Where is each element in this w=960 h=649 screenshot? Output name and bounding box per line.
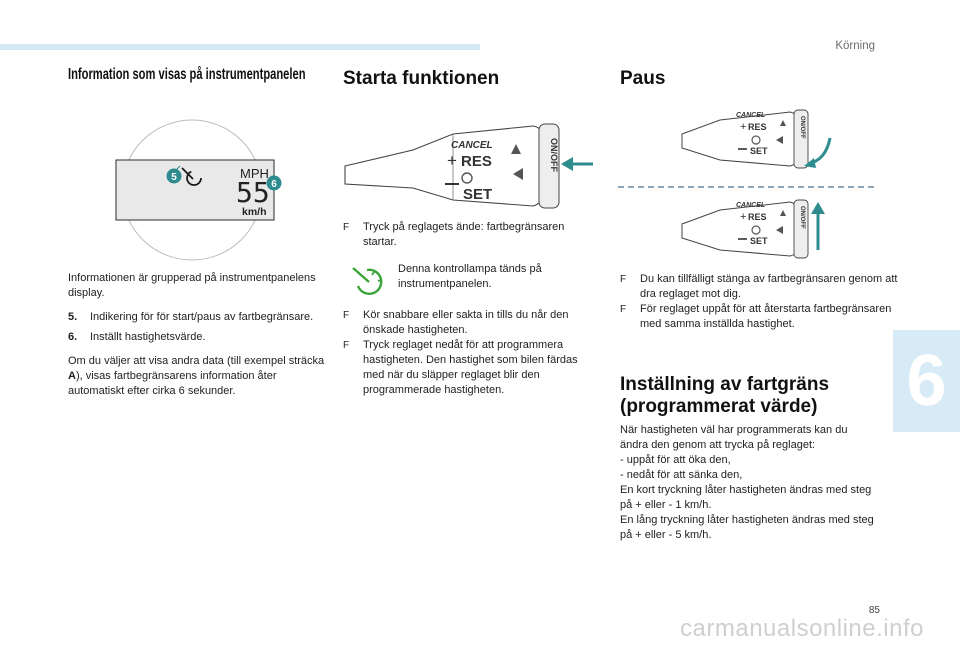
setting-line: En kort tryckning låter hastigheten ändr… [620, 484, 872, 511]
arrow-left-icon [513, 168, 523, 180]
arrow-up-icon [511, 144, 521, 154]
badge-6 [266, 175, 282, 191]
chapter-tab: 6 [893, 330, 960, 432]
svg-text:CANCEL: CANCEL [736, 112, 765, 119]
instrument-intro: Informationen är grupperad på instrument… [68, 272, 316, 299]
column-start-function: Starta funktionen CANCEL RES + SET ON/OF… [343, 60, 598, 398]
speed-limiter-lamp-icon [352, 267, 383, 295]
heading-start: Starta funktionen [343, 68, 500, 89]
heading-instrument-info: Information som visas på instrumentpanel… [68, 66, 306, 83]
section-label: Körning [835, 40, 875, 52]
speed-limiter-icon [181, 167, 202, 186]
watermark: carmanualsonline.info [680, 615, 924, 642]
lamp-description: Denna kontrollampa tänds på instrumentpa… [398, 263, 542, 290]
lamp-row: Denna kontrollampa tänds på instrumentpa… [343, 262, 598, 296]
speed-value: 55 [236, 176, 270, 209]
badge-5-label: 5 [171, 172, 177, 183]
unit-kmh: km/h [242, 206, 267, 218]
setting-text: När hastigheten väl har programmerats ka… [620, 423, 878, 543]
svg-text:RES: RES [748, 212, 767, 222]
svg-text:+: + [740, 121, 746, 133]
setting-line: När hastigheten väl har programmerats ka… [620, 424, 848, 451]
setting-line: - uppåt för att öka den, [620, 454, 731, 466]
setting-line: - nedåt för att sänka den, [620, 469, 743, 481]
dashed-separator [618, 186, 874, 188]
svg-text:+: + [740, 211, 746, 223]
onoff-label: ON/OFF [549, 138, 559, 172]
display-note: Om du väljer att visa andra data (till e… [68, 355, 325, 397]
svg-text:ON/OFF: ON/OFF [799, 116, 805, 139]
svg-text:RES: RES [748, 122, 767, 132]
svg-text:CANCEL: CANCEL [736, 202, 765, 209]
stalk-resume-illustration: CANCEL RES + SET ON/OFF [681, 199, 825, 259]
stalk-pause-illustration: CANCEL RES + SET ON/OFF [681, 109, 832, 169]
setting-line: En lång tryckning låter hastigheten ändr… [620, 514, 874, 541]
pull-arrow-icon [807, 137, 832, 166]
cancel-label: CANCEL [451, 140, 493, 151]
column-pause: Paus CANCEL RES + SET ON/OFF CANCEL RES … [620, 60, 897, 541]
svg-text:SET: SET [750, 146, 768, 156]
heading-pause: Paus [620, 68, 666, 89]
unit-mph: MPH [240, 166, 269, 181]
stalk-onoff-illustration: CANCEL RES + SET ON/OFF [344, 123, 593, 209]
set-label: SET [463, 186, 492, 203]
list-item: 6.Inställt hastighetsvärde. [68, 331, 206, 343]
chapter-number: 6 [906, 341, 947, 421]
badge-5 [166, 168, 182, 184]
top-accent-bar [0, 44, 480, 50]
limiter-icon-small [461, 172, 473, 184]
res-label: RES [461, 153, 492, 170]
instrument-display-illustration: MPH 55 km/h 5 6 [115, 119, 282, 261]
page-number: 85 [868, 605, 880, 616]
heading-setting: Inställning av fartgräns (programmerat v… [620, 374, 830, 417]
plus-icon: + [447, 151, 457, 170]
column-instrument-info: Information som visas på instrumentpanel… [68, 60, 326, 399]
list-item: 5.Indikering för för start/paus av fartb… [68, 311, 314, 323]
badge-6-label: 6 [271, 179, 277, 190]
svg-text:SET: SET [750, 236, 768, 246]
svg-text:ON/OFF: ON/OFF [799, 206, 805, 229]
